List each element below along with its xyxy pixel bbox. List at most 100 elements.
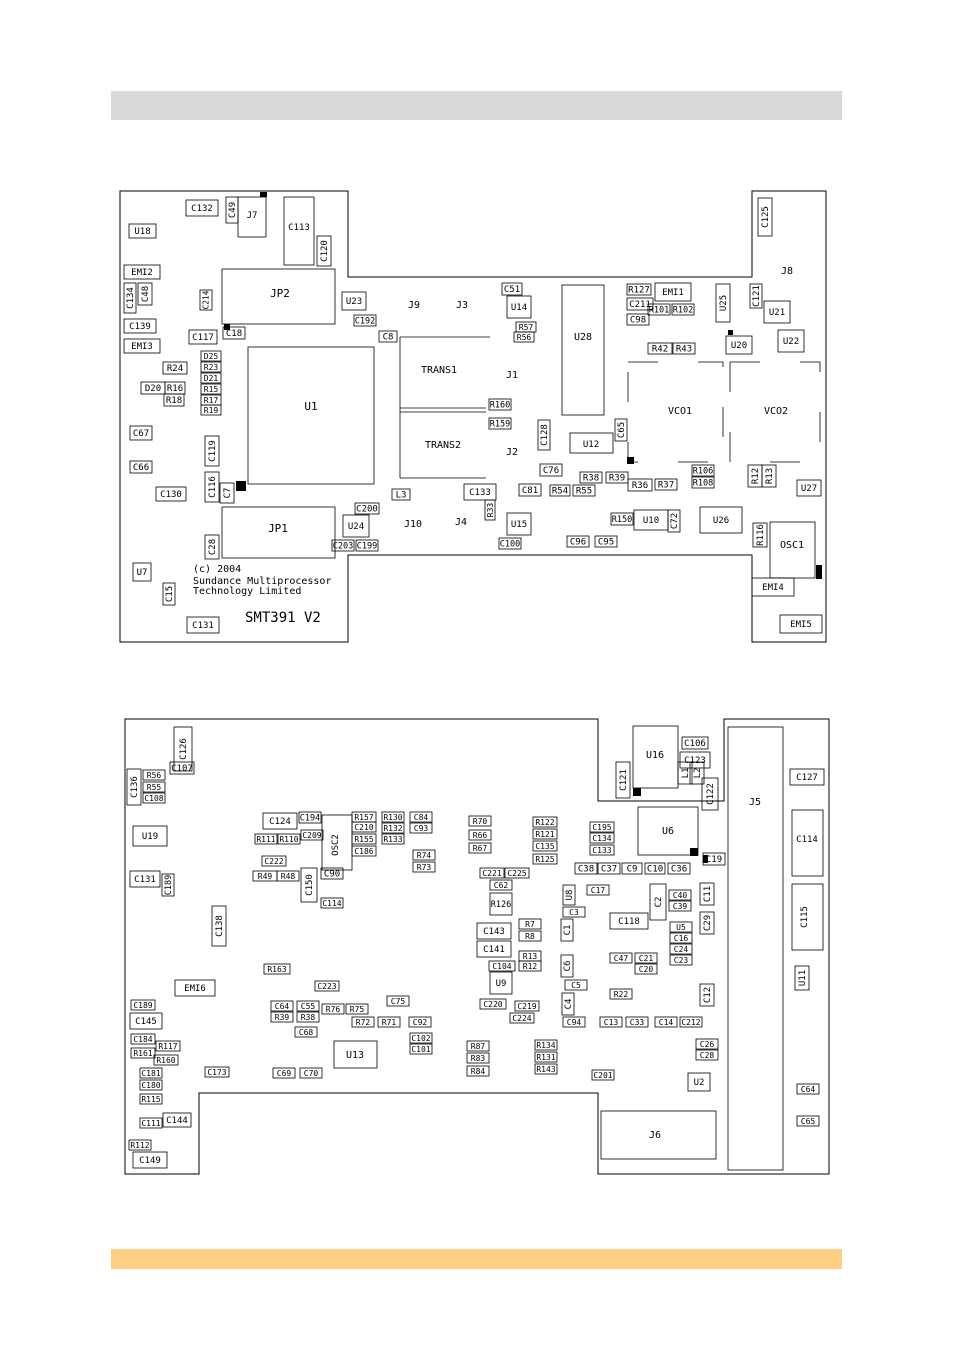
bottom-part-r39-outline	[270, 1011, 294, 1023]
bottom-part-c38-label: C38	[578, 865, 594, 875]
bottom-part-c122-outline	[701, 777, 719, 811]
bottom-part-c173-outline	[204, 1066, 230, 1078]
bottom-part-u9-outline	[489, 971, 513, 995]
bottom-part-r67-label: R67	[473, 844, 488, 853]
top-part-r56-label: R56	[517, 333, 532, 342]
bottom-part-u19-label: U19	[142, 832, 158, 842]
bottom-part-c47-label: C47	[614, 954, 629, 963]
top-part-c76-outline	[539, 463, 563, 477]
top-part-r108-label: R108	[693, 478, 713, 488]
top-part-c214-label: C214	[202, 290, 211, 309]
top-part-emi2-outline	[123, 264, 161, 280]
top-part-r13-label: R13	[765, 468, 775, 484]
footer-band	[111, 1249, 842, 1269]
top-part-c134-label: C134	[126, 287, 136, 309]
bottom-part-c181-label: C181	[141, 1069, 160, 1078]
bottom-part-r8-label: R8	[525, 932, 535, 941]
c115-part	[791, 883, 824, 951]
bottom-part-r72-outline	[351, 1016, 375, 1028]
bottom-part-c201-label: C201	[593, 1071, 612, 1080]
bottom-part-r133-label: R133	[383, 835, 402, 844]
bottom-part-r160-outline	[153, 1054, 179, 1066]
bottom-part-c141-label: C141	[483, 945, 505, 955]
top-part-r102-label: R102	[673, 305, 693, 315]
top-part-c72-outline	[667, 509, 681, 533]
bottom-part-c144-label: C144	[166, 1116, 188, 1126]
bottom-part-c135-label: C135	[535, 842, 554, 851]
top-part-c51-outline	[501, 282, 523, 296]
top-part-c18-label: C18	[226, 329, 242, 339]
bottom-part-c114-label: C114	[322, 899, 341, 908]
bottom-part-c102-label: C102	[411, 1034, 430, 1043]
trans2-label: TRANS2	[425, 440, 461, 451]
bottom-part-r130-outline	[381, 811, 405, 823]
top-part-c132-label: C132	[191, 204, 213, 214]
trans1-label: TRANS1	[421, 365, 457, 376]
top-part-c131-outline	[186, 616, 220, 634]
top-part-c65-outline	[614, 418, 628, 442]
bottom-part-c133-label: C133	[592, 846, 611, 855]
bottom-part-r130-label: R130	[383, 813, 402, 822]
top-part-c67-outline	[129, 425, 153, 441]
bottom-part-c2-outline	[649, 883, 667, 921]
top-part-u24-label: U24	[348, 522, 364, 532]
top-part-c48-outline	[137, 282, 153, 306]
bottom-part-c150-label: C150	[305, 874, 315, 896]
top-part-c119-label: C119	[208, 440, 218, 462]
bottom-part-c111-label: C111	[141, 1119, 160, 1128]
bottom-part-l1-outline	[677, 761, 693, 785]
top-part-emi2-label: EMI2	[131, 268, 153, 278]
bottom-part-c189-label: C189	[164, 875, 174, 895]
bottom-part-c4-outline	[561, 992, 575, 1016]
jp1-connector	[221, 506, 336, 559]
u26-label: U26	[713, 516, 729, 526]
bottom-part-r157-label: R157	[354, 813, 373, 822]
vco1-module	[627, 361, 724, 463]
top-part-c8-outline	[378, 330, 398, 343]
bottom-part-r126-outline	[489, 892, 513, 916]
bottom-part-c6-outline	[560, 954, 574, 978]
bottom-part-c40-outline	[668, 889, 692, 901]
top-part-r150-label: R150	[612, 515, 632, 525]
j1-label: J1	[506, 370, 518, 381]
silkscreen-copyright: (c) 2004	[193, 564, 241, 575]
top-part-r54-label: R54	[552, 487, 568, 497]
c113-part	[283, 196, 315, 266]
top-part-u22-label: U22	[783, 337, 799, 347]
c113-label: C113	[288, 223, 310, 233]
top-part-c128-label: C128	[540, 424, 550, 446]
bottom-part-c13-outline	[599, 1016, 623, 1028]
header-band	[111, 91, 842, 120]
top-part-c199-label: C199	[357, 541, 377, 551]
bottom-part-u8-label: U8	[565, 890, 575, 901]
vco2-label: VCO2	[764, 406, 788, 417]
bottom-part-u9-label: U9	[496, 979, 507, 989]
bottom-part-c131-outline	[129, 870, 161, 888]
bottom-part-c136-outline	[126, 768, 142, 806]
top-part-c49-label: C49	[228, 202, 238, 218]
top-part-r54-outline	[549, 484, 571, 497]
bottom-part-c134-label: C134	[592, 834, 611, 843]
bottom-part-r84-label: R84	[471, 1067, 486, 1076]
top-part-d25-outline	[200, 350, 222, 362]
bottom-part-c17-outline	[586, 884, 610, 896]
top-part-r42-label: R42	[652, 345, 668, 355]
bottom-part-r126-label: R126	[491, 900, 511, 910]
bottom-part-c12-label: C12	[703, 987, 713, 1003]
bottom-part-r75-outline	[345, 1003, 369, 1015]
top-part-d21-outline	[200, 372, 222, 384]
top-part-u15-label: U15	[511, 520, 527, 530]
bottom-part-c225-outline	[504, 867, 530, 879]
bottom-part-r73-outline	[412, 861, 436, 873]
top-part-c8-label: C8	[383, 333, 394, 343]
bottom-part-emi6-label: EMI6	[184, 984, 206, 994]
top-part-c203-label: C203	[333, 541, 353, 551]
bottom-part-c104-outline	[488, 960, 516, 972]
top-part-u14-label: U14	[511, 303, 527, 313]
bottom-part-c123-label: C123	[684, 756, 706, 766]
bottom-part-r125-label: R125	[535, 855, 554, 864]
bottom-part-c65-outline	[796, 1115, 820, 1127]
top-part-c121-label: C121	[752, 285, 762, 307]
top-part-c131-label: C131	[192, 621, 214, 631]
top-part-u7-outline	[132, 562, 152, 582]
